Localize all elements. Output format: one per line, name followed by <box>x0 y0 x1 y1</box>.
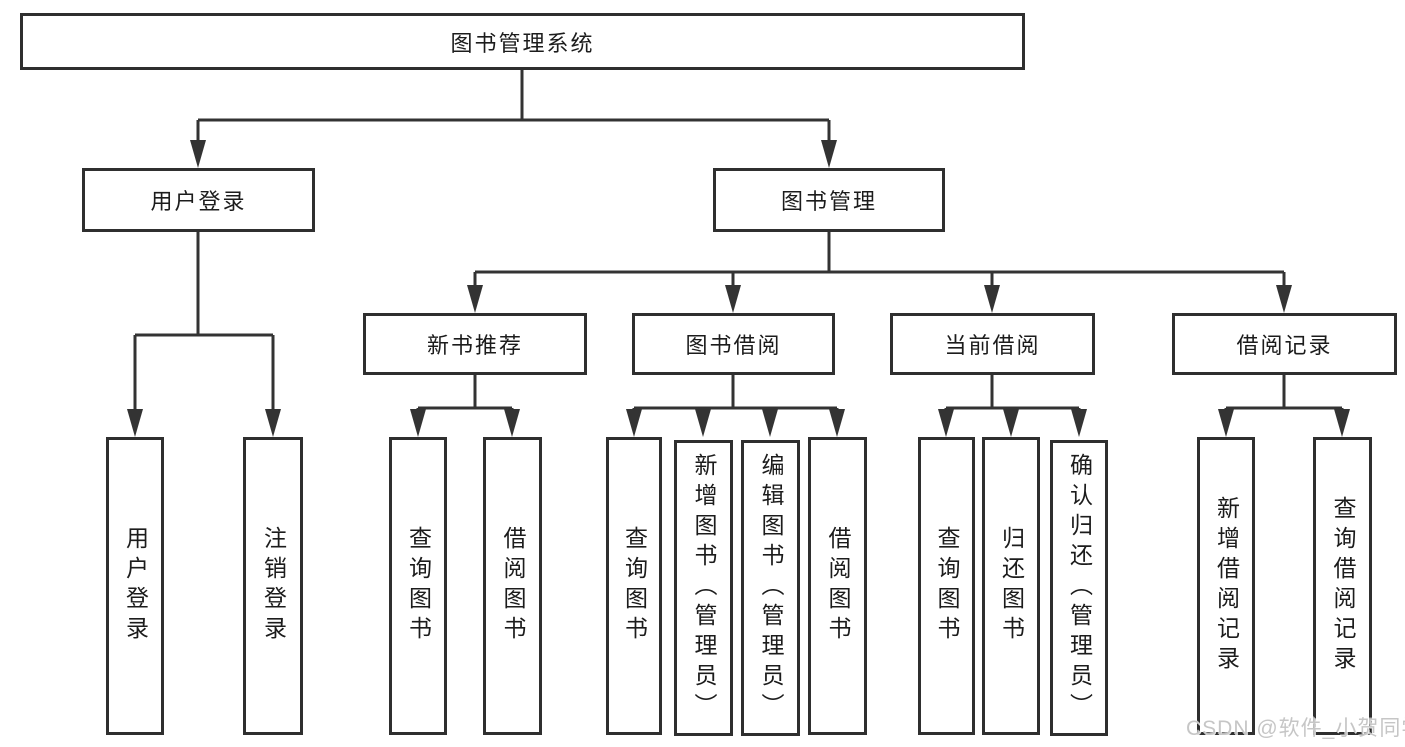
leaf-add-book-admin: 新增图书（管理员） <box>674 440 733 736</box>
leaf-query-borrow-record: 查询借阅记录 <box>1313 437 1372 735</box>
node-user-login: 用户登录 <box>82 168 315 232</box>
leaf-borrow-books: 借阅图书 <box>808 437 867 735</box>
leaf-borrow-books-recommend: 借阅图书 <box>483 437 542 735</box>
leaf-confirm-return-admin: 确认归还（管理员） <box>1050 440 1108 736</box>
leaf-edit-book-admin: 编辑图书（管理员） <box>741 440 800 736</box>
node-new-book-recommend: 新书推荐 <box>363 313 587 375</box>
leaf-query-books-borrow: 查询图书 <box>606 437 662 735</box>
leaf-query-books-current: 查询图书 <box>918 437 975 735</box>
watermark: CSDN @软件_小贺同学 <box>1186 717 1405 740</box>
node-borrow-records: 借阅记录 <box>1172 313 1397 375</box>
leaf-query-books-recommend: 查询图书 <box>389 437 447 735</box>
node-book-management: 图书管理 <box>713 168 945 232</box>
leaf-return-books: 归还图书 <box>982 437 1040 735</box>
leaf-add-borrow-record: 新增借阅记录 <box>1197 437 1255 735</box>
leaf-user-login: 用户登录 <box>106 437 164 735</box>
node-current-borrow: 当前借阅 <box>890 313 1095 375</box>
node-book-borrow: 图书借阅 <box>632 313 835 375</box>
node-root: 图书管理系统 <box>20 13 1025 70</box>
leaf-logout: 注销登录 <box>243 437 303 735</box>
